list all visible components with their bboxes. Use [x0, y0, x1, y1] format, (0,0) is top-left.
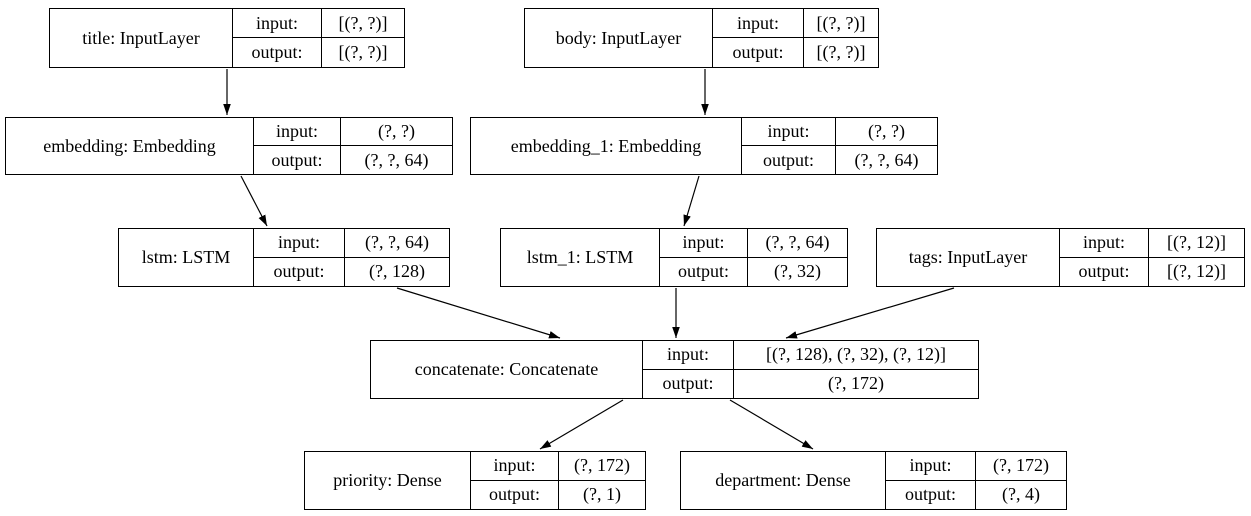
output-shape: [(?, 12)]: [1167, 261, 1226, 282]
layer-label: tags: InputLayer: [877, 229, 1060, 286]
input-label: input:: [471, 452, 559, 481]
output-shape: (?, 128): [369, 261, 425, 282]
edge-embedding_1-to-lstm_1: [683, 175, 700, 227]
layer-label: concatenate: Concatenate: [371, 341, 643, 398]
layer-node-concatenate: concatenate: Concatenate input: [(?, 128…: [370, 340, 979, 399]
input-label: input:: [742, 118, 836, 146]
input-label: input:: [660, 229, 748, 258]
layer-label: title: InputLayer: [50, 9, 233, 67]
input-shape: [(?, ?)]: [804, 9, 878, 38]
output-shape: [(?, ?)]: [338, 42, 388, 62]
input-shape: [(?, 128), (?, 32), (?, 12)]: [734, 341, 978, 370]
layer-label: priority: Dense: [305, 452, 471, 509]
input-shape: (?, ?): [836, 118, 937, 146]
layer-node-lstm: lstm: LSTM input: (?, ?, 64) output: (?,…: [118, 228, 450, 287]
output-label: output:: [660, 257, 748, 286]
input-label: input:: [886, 452, 976, 481]
input-shape: [(?, 12)]: [1149, 229, 1244, 258]
input-label: input:: [254, 118, 341, 146]
layer-node-body: body: InputLayer input: [(?, ?)] output:…: [524, 8, 879, 68]
output-label: output:: [713, 38, 804, 67]
layer-label: embedding_1: Embedding: [471, 118, 742, 174]
layer-node-title: title: InputLayer input: [(?, ?)] output…: [49, 8, 405, 68]
edge-concatenate-to-department: [729, 399, 814, 450]
edge-embedding-to-lstm: [240, 175, 268, 227]
output-label: output:: [471, 480, 559, 509]
output-label: output:: [254, 257, 345, 286]
layer-label: department: Dense: [681, 452, 886, 509]
layer-node-tags: tags: InputLayer input: [(?, 12)] output…: [876, 228, 1245, 287]
output-shape: (?, ?, 64): [364, 149, 429, 170]
edge-lstm-to-concatenate: [396, 287, 561, 339]
input-shape: (?, 172): [559, 452, 645, 481]
output-shape: (?, 32): [774, 261, 821, 282]
layer-node-embedding_1: embedding_1: Embedding input: (?, ?) out…: [470, 117, 938, 175]
output-label: output:: [643, 369, 734, 398]
output-shape: (?, 1): [583, 484, 621, 505]
output-shape: (?, 172): [828, 373, 884, 394]
output-shape: (?, 4): [1002, 484, 1040, 505]
layer-node-embedding: embedding: Embedding input: (?, ?) outpu…: [5, 117, 453, 175]
input-shape: (?, ?, 64): [345, 229, 449, 258]
output-label: output:: [1060, 257, 1149, 286]
layer-label: lstm: LSTM: [119, 229, 254, 286]
output-label: output:: [254, 146, 341, 174]
input-shape: [(?, ?)]: [322, 9, 404, 38]
output-shape: (?, ?, 64): [854, 149, 919, 170]
input-label: input:: [233, 9, 322, 38]
input-label: input:: [643, 341, 734, 370]
layer-label: lstm_1: LSTM: [501, 229, 660, 286]
layer-node-lstm_1: lstm_1: LSTM input: (?, ?, 64) output: (…: [500, 228, 848, 287]
output-label: output:: [233, 38, 322, 67]
layer-label: body: InputLayer: [525, 9, 713, 67]
input-label: input:: [254, 229, 345, 258]
output-label: output:: [886, 480, 976, 509]
layer-node-priority: priority: Dense input: (?, 172) output: …: [304, 451, 646, 510]
output-shape: [(?, ?)]: [816, 42, 866, 62]
input-label: input:: [713, 9, 804, 38]
input-shape: (?, ?, 64): [748, 229, 847, 258]
input-shape: (?, ?): [341, 118, 452, 146]
input-label: input:: [1060, 229, 1149, 258]
input-shape: (?, 172): [976, 452, 1066, 481]
edge-concatenate-to-priority: [539, 399, 624, 450]
layer-label: embedding: Embedding: [6, 118, 254, 174]
layer-node-department: department: Dense input: (?, 172) output…: [680, 451, 1067, 510]
output-label: output:: [742, 146, 836, 174]
edge-tags-to-concatenate: [785, 287, 955, 339]
